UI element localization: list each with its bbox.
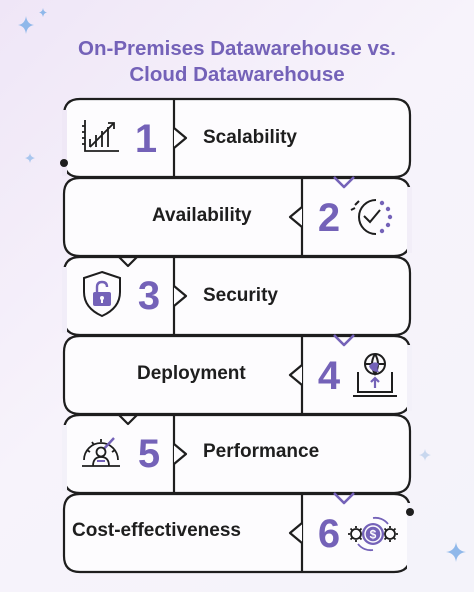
title-line-2: Cloud Datawarehouse: [129, 63, 345, 86]
svg-text:$: $: [370, 528, 377, 542]
step-label-2: Availability: [152, 205, 252, 226]
sparkle-icon: [446, 542, 466, 562]
clock-refresh-icon: [350, 199, 393, 235]
sparkle-icon: [18, 8, 47, 34]
step-band-6: [62, 492, 412, 574]
step-number-2: 2: [317, 196, 341, 240]
sparkle-icon: [419, 449, 431, 461]
laptop-globe-icon: [353, 353, 397, 397]
step-number-6: 6: [317, 512, 341, 556]
step-number-4: 4: [317, 354, 341, 398]
step-label-3: Security: [203, 285, 278, 306]
step-number-1: 1: [134, 117, 158, 161]
page-title: On-Premises Datawarehouse vs. Cloud Data…: [0, 36, 474, 88]
step-label-4: Deployment: [137, 363, 246, 384]
scalability-chart-icon: [82, 120, 119, 152]
speedometer-user-icon: [82, 437, 120, 467]
step-number-3: 3: [137, 274, 161, 318]
step-label-6: Cost-effectiveness: [72, 520, 241, 541]
step-label-1: Scalability: [203, 127, 297, 148]
step-number-5: 5: [137, 432, 161, 476]
coin-gears-icon: $: [348, 516, 398, 552]
shield-lock-icon: [83, 270, 121, 318]
title-line-1: On-Premises Datawarehouse vs.: [78, 37, 396, 60]
sparkle-icon: [25, 153, 35, 163]
step-label-5: Performance: [203, 441, 320, 462]
